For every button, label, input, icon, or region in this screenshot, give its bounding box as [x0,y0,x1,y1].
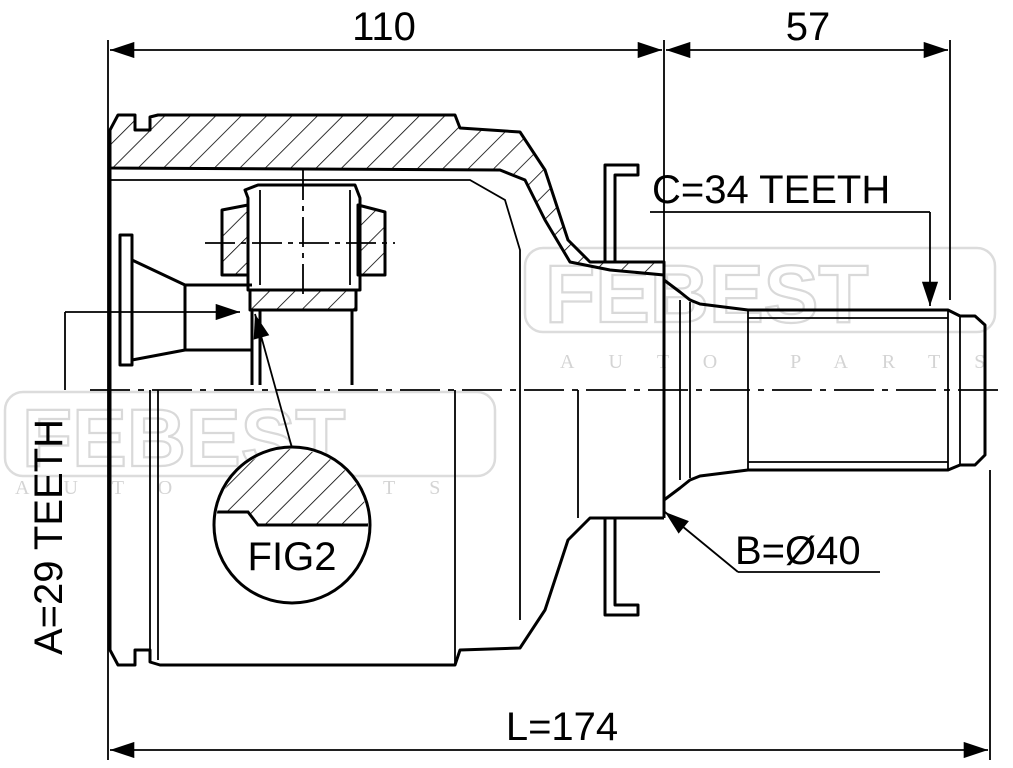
label-b-ring: B=Ø40 [735,529,861,573]
watermark-right: FEBEST AUTO PARTS [523,246,1013,373]
shield-ring [603,163,640,617]
stub-shaft [662,262,987,518]
left-flange [64,233,252,390]
dim-label-110: 110 [352,5,416,49]
watermark-tagline-right: AUTO PARTS [560,351,1013,373]
label-c-teeth: C=34 TEETH [652,168,890,212]
housing-section [108,113,666,277]
fig2-detail [212,313,372,605]
label-fig2: FIG2 [248,535,337,579]
housing-inner-profile-lower [149,390,579,665]
leader-b-ring [664,511,880,573]
housing-inner-profile [110,179,521,390]
tripod-section [205,170,395,385]
label-a-teeth: A=29 TEETH [27,419,71,655]
dim-label-57: 57 [786,5,831,49]
dim-label-length: L=174 [506,705,618,749]
housing-outline [108,160,664,667]
extension-lines [107,40,991,760]
leader-c-teeth [650,211,939,306]
